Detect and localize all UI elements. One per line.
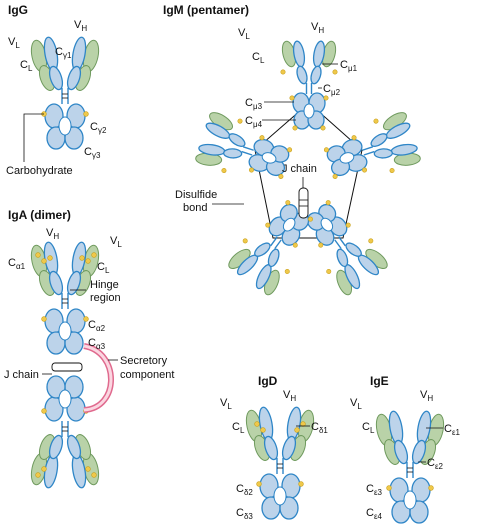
igm-jchain-label: J chain xyxy=(282,163,317,175)
ige-title: IgE xyxy=(370,374,389,388)
iga-secretory-label-1: Secretory xyxy=(120,355,168,367)
igg-panel: IgG VL VH Cγ1 CL Cγ2 Cγ3 Carbohydrate xyxy=(6,3,107,177)
igg-vh-label: VH xyxy=(74,19,87,33)
iga-hinge-label-2: region xyxy=(90,292,121,304)
iga-title: IgA (dimer) xyxy=(8,208,71,222)
iga-hinge-label-1: Hinge xyxy=(90,279,119,291)
igg-carbohydrate-label: Carbohydrate xyxy=(6,165,73,177)
igg-vl-label: VL xyxy=(8,36,20,50)
igd-vl-label: VL xyxy=(220,397,232,411)
igg-title: IgG xyxy=(8,3,28,17)
igm-cm3-label: Cμ3 xyxy=(245,97,263,111)
ige-ce3-label: Cε3 xyxy=(366,483,383,497)
igd-panel: IgD VL VH CL Cδ1 Cδ2 Cδ3 xyxy=(220,374,328,521)
igm-cm1-label: Cμ1 xyxy=(340,59,358,73)
igm-cl-label: CL xyxy=(252,51,265,65)
igd-cd3-label: Cδ3 xyxy=(236,507,253,521)
igm-cm4-label: Cμ4 xyxy=(245,115,263,129)
igg-cg2-label: Cγ2 xyxy=(90,121,107,135)
iga-jchain-label: J chain xyxy=(4,369,39,381)
igg-cl-label: CL xyxy=(20,59,33,73)
igm-panel: IgM (pentamer) J chain VL VH CL Cμ1 Cμ2 … xyxy=(163,3,425,300)
igm-vh-label: VH xyxy=(311,21,324,35)
igg-carb-leader xyxy=(23,113,44,162)
igd-cd2-label: Cδ2 xyxy=(236,483,253,497)
iga-panel: IgA (dimer) J chain Secretory component … xyxy=(4,208,174,490)
iga-ca2-label: Cα2 xyxy=(88,319,106,333)
iga-secretory-label-2: component xyxy=(120,369,174,381)
iga-secretory-component xyxy=(83,343,114,413)
igm-unit-bottom-left xyxy=(223,191,325,300)
iga-lower-monomer xyxy=(28,375,102,490)
igd-vh-label: VH xyxy=(283,389,296,403)
igd-title: IgD xyxy=(258,374,278,388)
igm-disulfide-label-2: bond xyxy=(183,202,207,214)
ige-panel: IgE VL VH CL Cε1 Cε2 Cε3 Cε4 xyxy=(350,374,461,524)
igm-disulfide-label-1: Disulfide xyxy=(175,189,217,201)
igd-cl-label: CL xyxy=(232,421,245,435)
iga-vh-label: VH xyxy=(46,227,59,241)
igm-jchain-shape xyxy=(298,187,309,219)
ige-cl-label: CL xyxy=(362,421,375,435)
igm-vl-label: VL xyxy=(238,27,250,41)
ige-ce1-label: Cε1 xyxy=(444,423,461,437)
ige-vl-label: VL xyxy=(350,397,362,411)
iga-vl-label: VL xyxy=(110,235,122,249)
iga-jchain-shape xyxy=(51,362,83,372)
igm-title: IgM (pentamer) xyxy=(163,3,249,17)
ige-ce4-label: Cε4 xyxy=(366,507,383,521)
igg-cg3-label: Cγ3 xyxy=(84,146,101,160)
ige-vh-label: VH xyxy=(420,389,433,403)
iga-cl-label: CL xyxy=(97,261,110,275)
ige-ce2-label: Cε2 xyxy=(427,457,444,471)
igm-unit-right xyxy=(319,107,425,193)
igm-cm2-label: Cμ2 xyxy=(323,83,341,97)
igg-cg1-label: Cγ1 xyxy=(55,46,72,60)
iga-ca3-label: Cα3 xyxy=(88,337,106,351)
igd-cd1-label: Cδ1 xyxy=(311,421,328,435)
iga-ca1-label: Cα1 xyxy=(8,257,26,271)
